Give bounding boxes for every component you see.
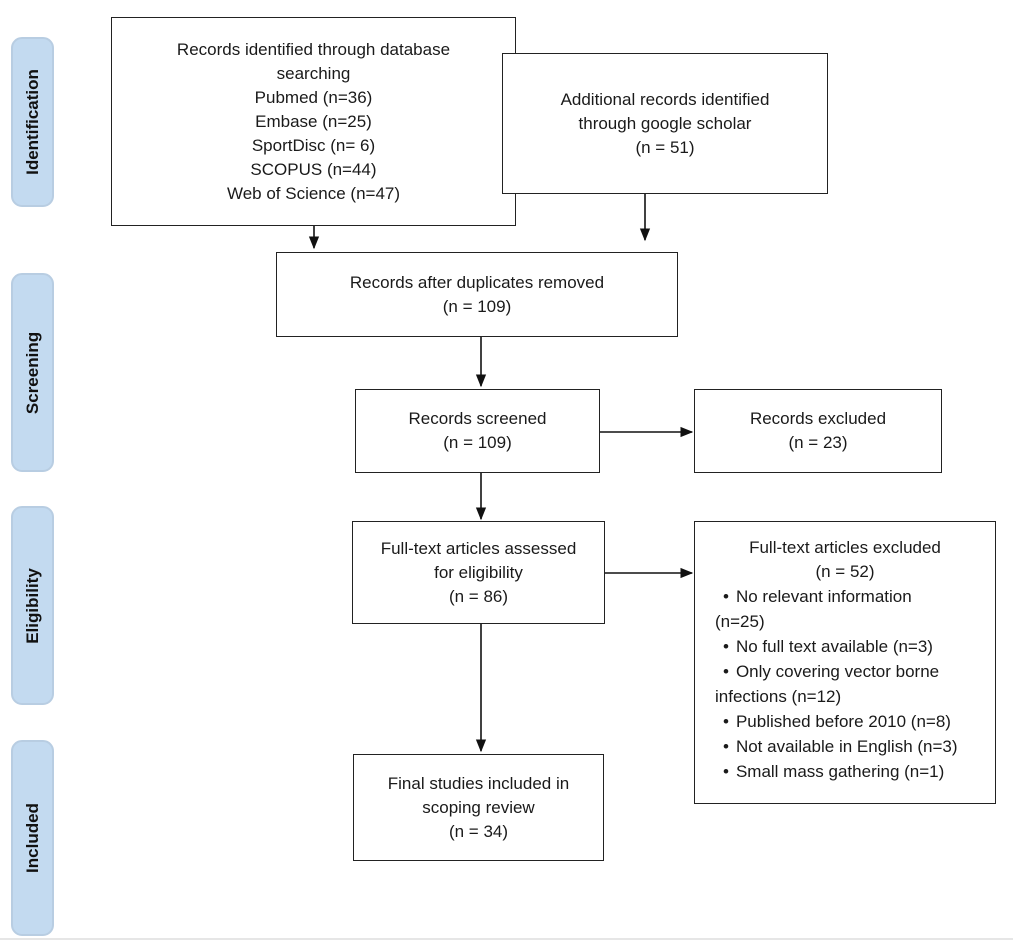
database-line-1: Records identified through database [176, 39, 451, 59]
fulltext-assessed-box: Full-text articles assessed for eligibil… [352, 521, 605, 624]
phase-identification: Identification [11, 37, 54, 207]
phase-eligibility: Eligibility [11, 506, 54, 705]
reason-vector-borne: Only covering vector borne [723, 659, 985, 684]
fulltext-excluded-box: Full-text articles excluded (n = 52) No … [694, 521, 996, 804]
duplicates-removed-box: Records after duplicates removed (n = 10… [276, 252, 678, 337]
final-count: (n = 34) [448, 821, 509, 841]
bottom-divider [0, 938, 1013, 940]
excluded-label: Records excluded [749, 409, 887, 428]
reason-not-english: Not available in English (n=3) [723, 734, 985, 759]
fulltext-excluded-count: (n = 52) [815, 562, 875, 581]
screened-label: Records screened [408, 409, 547, 428]
database-sportdisc: SportDisc (n= 6) [251, 135, 376, 155]
excluded-count: (n = 23) [788, 433, 848, 452]
records-screened-box: Records screened (n = 109) [355, 389, 600, 473]
reason-before-2010: Published before 2010 (n=8) [723, 709, 985, 734]
database-records-box: Records identified through database sear… [111, 17, 516, 226]
scholar-line-2: through google scholar [578, 113, 752, 133]
final-line-1: Final studies included in [387, 773, 570, 793]
records-excluded-box: Records excluded (n = 23) [694, 389, 942, 473]
database-web-of-science: Web of Science (n=47) [226, 183, 401, 203]
fulltext-count: (n = 86) [448, 586, 509, 606]
reason-no-relevant-info: No relevant information [723, 584, 985, 609]
phase-screening: Screening [11, 273, 54, 472]
exclusion-reasons-list: No relevant information (n=25) No full t… [695, 584, 995, 784]
reason-no-full-text: No full text available (n=3) [723, 634, 985, 659]
fulltext-excluded-title: Full-text articles excluded [749, 538, 941, 557]
fulltext-line-2: for eligibility [434, 562, 523, 582]
scholar-line-1: Additional records identified [560, 89, 770, 109]
scholar-records-box: Additional records identified through go… [502, 53, 828, 194]
duplicates-label: Records after duplicates removed [349, 272, 605, 292]
screened-count: (n = 109) [443, 433, 512, 452]
reason-small-mass-gathering: Small mass gathering (n=1) [723, 759, 985, 784]
duplicates-count: (n = 109) [442, 296, 512, 316]
reason-no-relevant-info-count: (n=25) [715, 612, 765, 631]
final-line-2: scoping review [422, 797, 535, 817]
reason-vector-borne-count: infections (n=12) [715, 687, 842, 706]
database-pubmed: Pubmed (n=36) [254, 87, 373, 107]
database-embase: Embase (n=25) [255, 111, 372, 131]
phase-included: Included [11, 740, 54, 936]
database-line-2: searching [276, 63, 351, 83]
database-scopus: SCOPUS (n=44) [250, 159, 377, 179]
final-studies-box: Final studies included in scoping review… [353, 754, 604, 861]
scholar-count: (n = 51) [635, 137, 695, 157]
fulltext-line-1: Full-text articles assessed [380, 538, 577, 558]
